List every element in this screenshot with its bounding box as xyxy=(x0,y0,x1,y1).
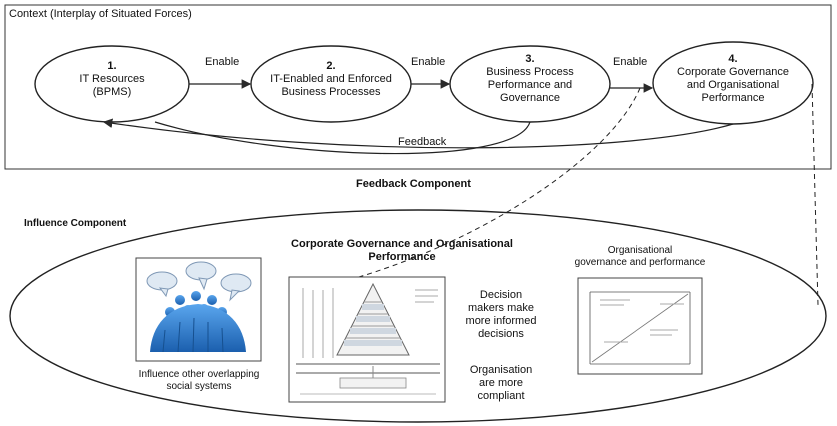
decision-line-3: more informed xyxy=(465,314,537,327)
compliance-line-2: are more xyxy=(478,376,524,389)
feedback-curve-4 xyxy=(102,118,734,149)
compliance-text: Organisation are more compliant xyxy=(452,364,550,403)
stage-3-line-3: Governance xyxy=(500,91,560,104)
influence-ellipse xyxy=(9,209,827,423)
stage-1-number: 1. xyxy=(107,60,117,72)
stage-1-text: 1. IT Resources (BPMS) xyxy=(42,60,182,99)
stage-4-line-3: Performance xyxy=(701,91,765,104)
influence-title-line-2: Performance xyxy=(368,250,436,263)
dashed-link-left xyxy=(329,87,641,286)
influence-title-line-1: Corporate Governance and Organisational xyxy=(291,238,513,250)
influence-title: Corporate Governance and Organisational … xyxy=(262,238,542,264)
social-caption-line-2: social systems xyxy=(166,380,232,392)
stage-2-number: 2. xyxy=(326,60,336,72)
stage-4-text: 4. Corporate Governance and Organisation… xyxy=(663,53,803,105)
decision-line-2: makers make xyxy=(467,301,535,314)
decision-text: Decision makers make more informed decis… xyxy=(452,289,550,341)
social-systems-image xyxy=(135,257,262,362)
stage-2-line-2: Business Processes xyxy=(281,85,381,98)
enable-label-1: Enable xyxy=(205,56,240,68)
stage-1-line-1: IT Resources xyxy=(79,72,145,85)
stage-4-line-2: and Organisational xyxy=(686,78,780,91)
governance-caption: Organisational governance and performanc… xyxy=(565,245,715,269)
pyramid-document-image xyxy=(288,276,446,403)
feedback-label: Feedback xyxy=(398,136,447,148)
stage-4-number: 4. xyxy=(728,53,738,65)
influence-component-label: Influence Component xyxy=(24,218,127,229)
stage-1-line-2: (BPMS) xyxy=(92,85,132,98)
governance-caption-line-2: governance and performance xyxy=(574,256,706,268)
dashed-link-right xyxy=(811,83,819,306)
feedback-curve-3 xyxy=(154,121,531,155)
compliance-line-1: Organisation xyxy=(469,364,533,376)
stage-3-number: 3. xyxy=(525,53,535,65)
decision-line-4: decisions xyxy=(478,327,524,340)
stage-2-line-1: IT-Enabled and Enforced xyxy=(270,72,392,85)
stage-4-line-1: Corporate Governance xyxy=(677,65,789,78)
stage-2-text: 2. IT-Enabled and Enforced Business Proc… xyxy=(256,60,406,99)
stage-3-line-1: Business Process xyxy=(486,65,574,78)
governance-document-image xyxy=(577,277,703,375)
compliance-line-3: compliant xyxy=(477,389,525,402)
stage-3-line-2: Performance and xyxy=(487,78,573,91)
feedback-component-label: Feedback Component xyxy=(356,178,471,190)
context-label: Context (Interplay of Situated Forces) xyxy=(9,8,192,20)
enable-label-2: Enable xyxy=(411,56,446,68)
context-frame xyxy=(4,4,832,170)
stage-3-text: 3. Business Process Performance and Gove… xyxy=(460,53,600,105)
social-caption-line-1: Influence other overlapping xyxy=(138,369,260,380)
enable-label-3: Enable xyxy=(613,56,648,68)
social-systems-caption: Influence other overlapping social syste… xyxy=(128,369,270,393)
governance-caption-line-1: Organisational xyxy=(607,245,673,256)
decision-line-1: Decision xyxy=(479,289,523,301)
